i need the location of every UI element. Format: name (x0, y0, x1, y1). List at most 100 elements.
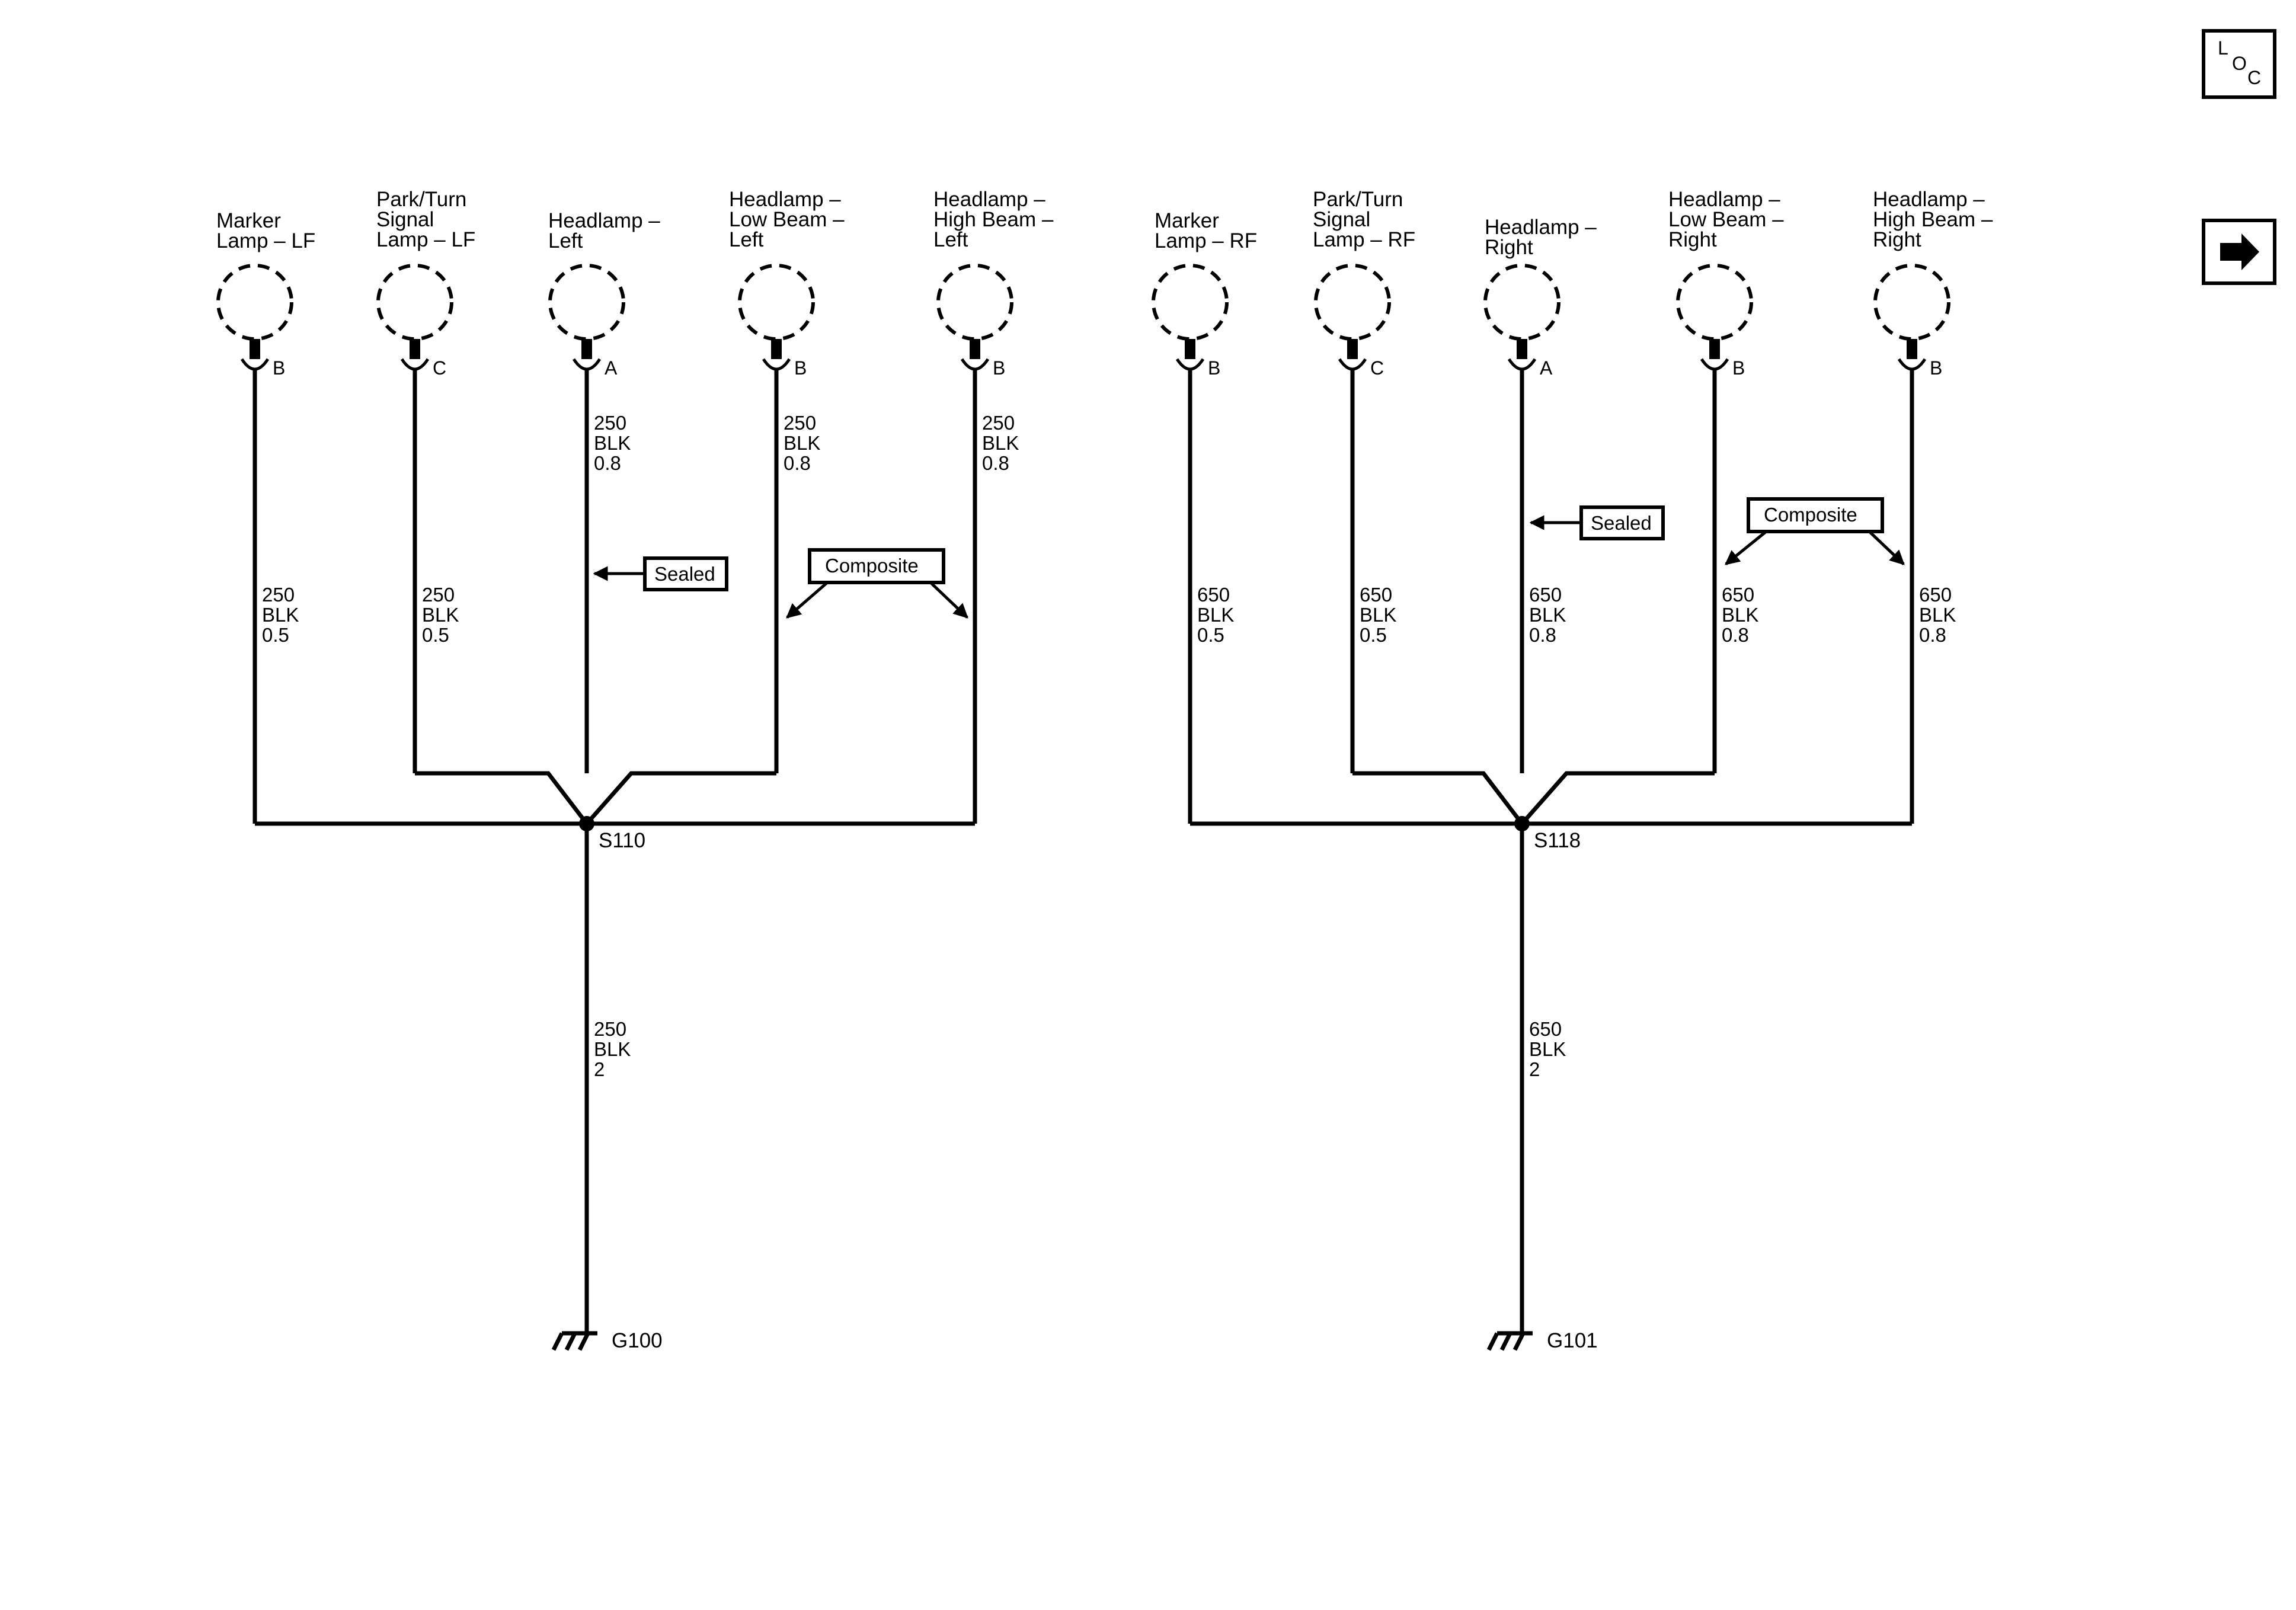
lamp-symbol (216, 264, 293, 341)
wire-label-line: 250 (594, 412, 626, 434)
wire-label-line: 0.8 (1919, 624, 1946, 646)
composite-arrow (929, 581, 968, 619)
lamp-label-line: Marker (216, 209, 281, 232)
composite-arrow (1868, 530, 1905, 565)
wire-label-line: 0.8 (1722, 624, 1749, 646)
splice-branch-left (415, 771, 589, 825)
wire-label-line: BLK (1919, 604, 1956, 626)
pin-label: B (794, 357, 807, 379)
connector-cup (762, 358, 791, 371)
lamp-label-line: Lamp – LF (376, 228, 475, 251)
lamp-symbol (1676, 264, 1753, 341)
lamp-label-line: Low Beam – (1668, 208, 1784, 231)
pin-label: A (605, 357, 618, 379)
ground-symbol-hatch (564, 1332, 577, 1351)
lamp-label-line: Right (1485, 236, 1533, 259)
connector-pin (1709, 339, 1720, 359)
composite-tag-label: Composite (1764, 504, 1857, 526)
wire-label-line: 250 (784, 412, 816, 434)
lamp-label-line: Marker (1155, 209, 1219, 232)
wire-label-line: 650 (1722, 584, 1754, 606)
lamp-label-line: Park/Turn (1313, 188, 1403, 211)
wire-label-line: 0.5 (422, 624, 449, 646)
lamp-symbol (1314, 264, 1391, 341)
connector-cup (572, 358, 602, 371)
wire-label-line: BLK (1529, 604, 1566, 626)
pin-label: A (1540, 357, 1553, 379)
lamp-symbol (548, 264, 625, 341)
pin-label: C (433, 357, 446, 379)
composite-tag (808, 548, 945, 584)
composite-tag-label: Composite (825, 555, 919, 577)
lamp-symbol (738, 264, 815, 341)
lamp-label-line: Left (933, 228, 968, 251)
connector-cup (1507, 358, 1537, 371)
pin-label: B (1930, 357, 1942, 379)
loc-button[interactable]: L O C (2202, 29, 2276, 99)
sealed-tag (643, 556, 728, 591)
lamp-label-line: Low Beam – (729, 208, 845, 231)
connector-cup (1700, 358, 1729, 371)
connector-pin (581, 339, 592, 359)
wire-label-line: BLK (1722, 604, 1758, 626)
ground-symbol-hatch (551, 1332, 564, 1351)
lamp-symbol (1152, 264, 1229, 341)
connector-cup (1897, 358, 1927, 371)
pin-label: B (993, 357, 1005, 379)
ground-wire-label-line: 2 (594, 1058, 605, 1080)
connector-pin (250, 339, 260, 359)
wire-label-line: BLK (594, 432, 631, 454)
connector-pin (1517, 339, 1527, 359)
lamp-label-line: Lamp – RF (1313, 228, 1415, 251)
ground-wire-label-line: 250 (594, 1018, 626, 1040)
wire-label-line: BLK (982, 432, 1019, 454)
ground-wire-label-line: BLK (1529, 1038, 1566, 1060)
loc-letter-c: C (2247, 67, 2261, 88)
connector-pin (410, 339, 420, 359)
wire-label-line: 650 (1919, 584, 1952, 606)
splice-branch-right (1520, 771, 1715, 825)
lamp-label-line: Headlamp – (548, 209, 660, 232)
wire-label-line: BLK (1197, 604, 1234, 626)
wire-label-line: BLK (1360, 604, 1396, 626)
splice-branch-right (585, 771, 776, 825)
lamp-label-line: Park/Turn (376, 188, 466, 211)
lamp-label-line: Headlamp – (1485, 216, 1597, 239)
connector-pin (1347, 339, 1358, 359)
composite-arrow (1725, 530, 1767, 565)
wire-label-line: 650 (1360, 584, 1392, 606)
connector-cup (400, 358, 430, 371)
splice-branch-left (1352, 771, 1524, 825)
ground-symbol-hatch (1499, 1332, 1512, 1351)
connector-pin (970, 339, 980, 359)
ground-symbol-hatch (1486, 1332, 1499, 1351)
pin-label: C (1370, 357, 1384, 379)
wire-label-line: 0.8 (982, 452, 1009, 474)
connector-cup (240, 358, 270, 371)
lamp-label-line: Left (729, 228, 764, 251)
wire-label-line: 650 (1197, 584, 1230, 606)
lamp-label-line: Lamp – RF (1155, 229, 1257, 252)
loc-letter-o: O (2232, 53, 2247, 74)
splice-label: S110 (599, 829, 645, 852)
pin-label: B (1732, 357, 1745, 379)
connector-pin (1907, 339, 1917, 359)
ground-wire-label-line: 650 (1529, 1018, 1562, 1040)
wire-label-line: BLK (262, 604, 299, 626)
lamp-symbol (936, 264, 1013, 341)
next-page-button[interactable] (2202, 219, 2276, 285)
wire-label-line: 0.5 (1360, 624, 1387, 646)
loc-letter-l: L (2218, 37, 2228, 59)
wire-label-line: 0.5 (1197, 624, 1224, 646)
connector-pin (771, 339, 782, 359)
arrow-right-icon (2220, 233, 2259, 270)
